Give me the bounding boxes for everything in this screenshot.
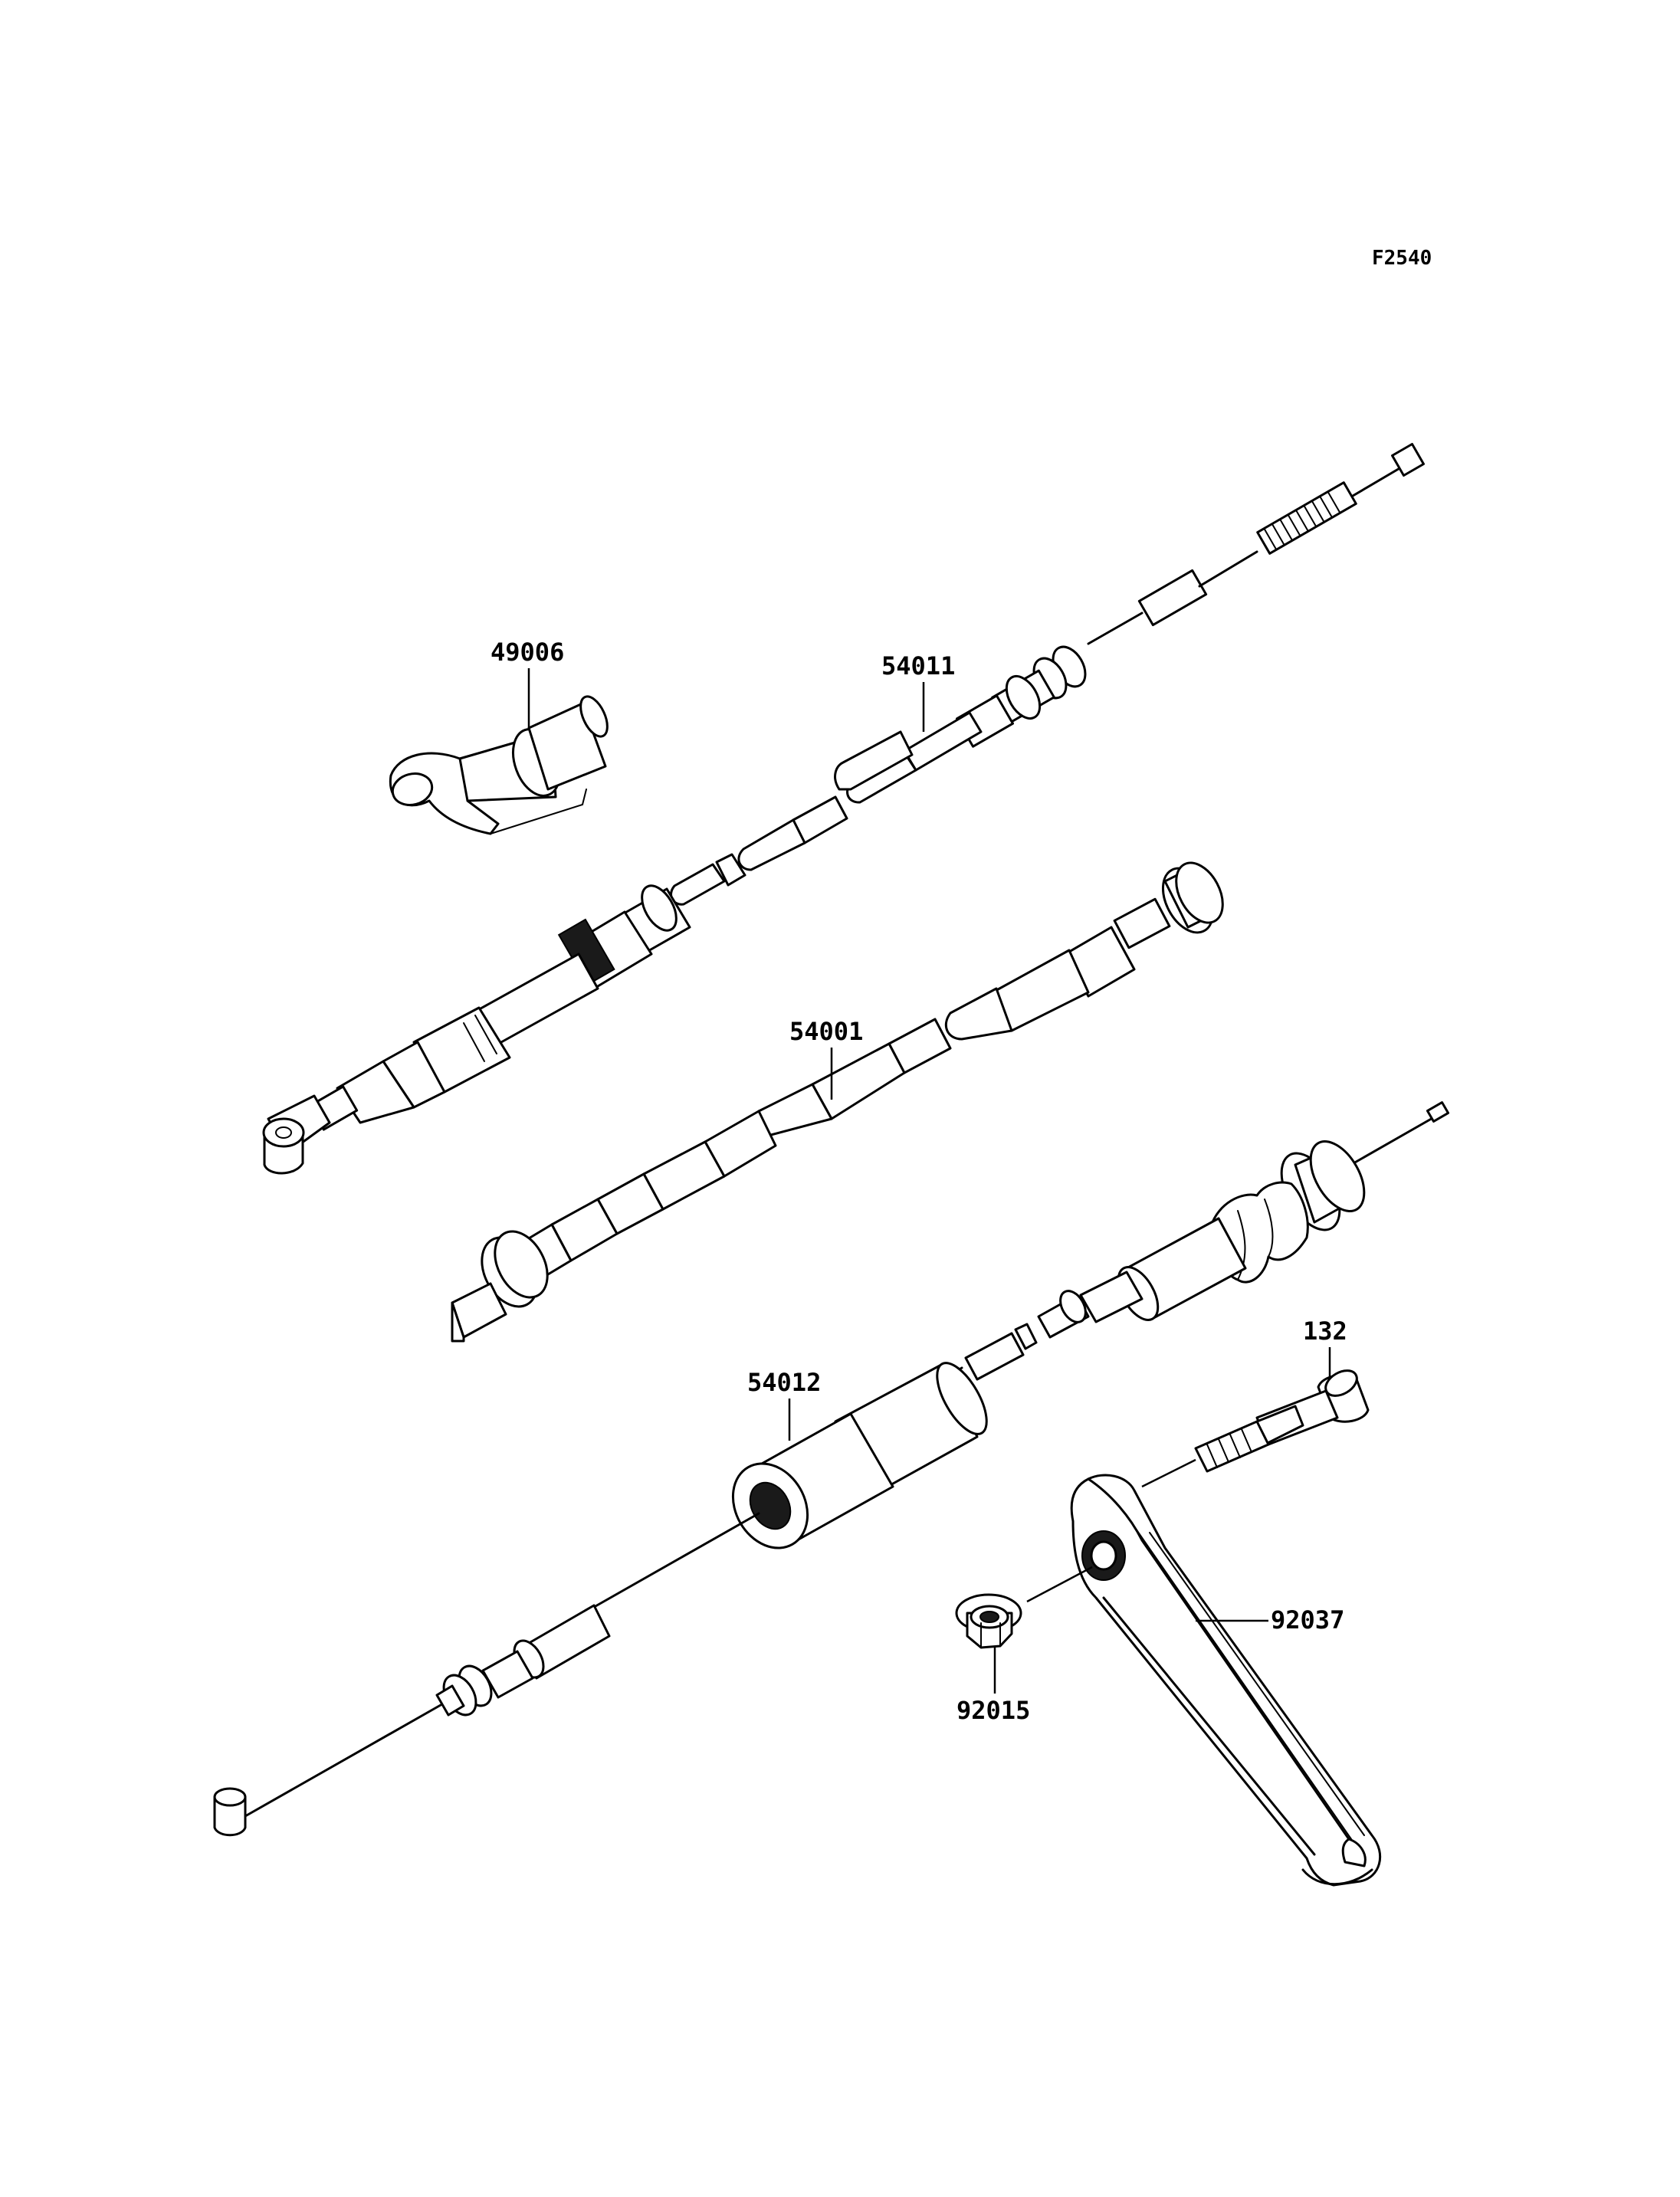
part-54012-throttle-cable[interactable] bbox=[213, 1101, 1450, 1837]
label-92037: 92037 bbox=[1271, 1605, 1344, 1635]
part-49006-lever-cover[interactable] bbox=[389, 693, 613, 835]
part-54011-clutch-cable[interactable] bbox=[262, 443, 1425, 1175]
label-54001: 54001 bbox=[789, 1017, 863, 1046]
figure-code: F2540 bbox=[1372, 247, 1432, 270]
label-54012: 54012 bbox=[747, 1368, 821, 1397]
label-54011: 54011 bbox=[881, 651, 955, 680]
label-132: 132 bbox=[1303, 1317, 1347, 1346]
part-54001-speedometer-cable[interactable] bbox=[451, 855, 1232, 1343]
label-92015: 92015 bbox=[956, 1696, 1030, 1725]
part-92015-nut[interactable] bbox=[955, 1593, 1022, 1649]
part-132-bolt[interactable] bbox=[1141, 1366, 1370, 1488]
part-92037-lever[interactable] bbox=[1026, 1474, 1382, 1887]
label-49006: 49006 bbox=[491, 638, 564, 667]
